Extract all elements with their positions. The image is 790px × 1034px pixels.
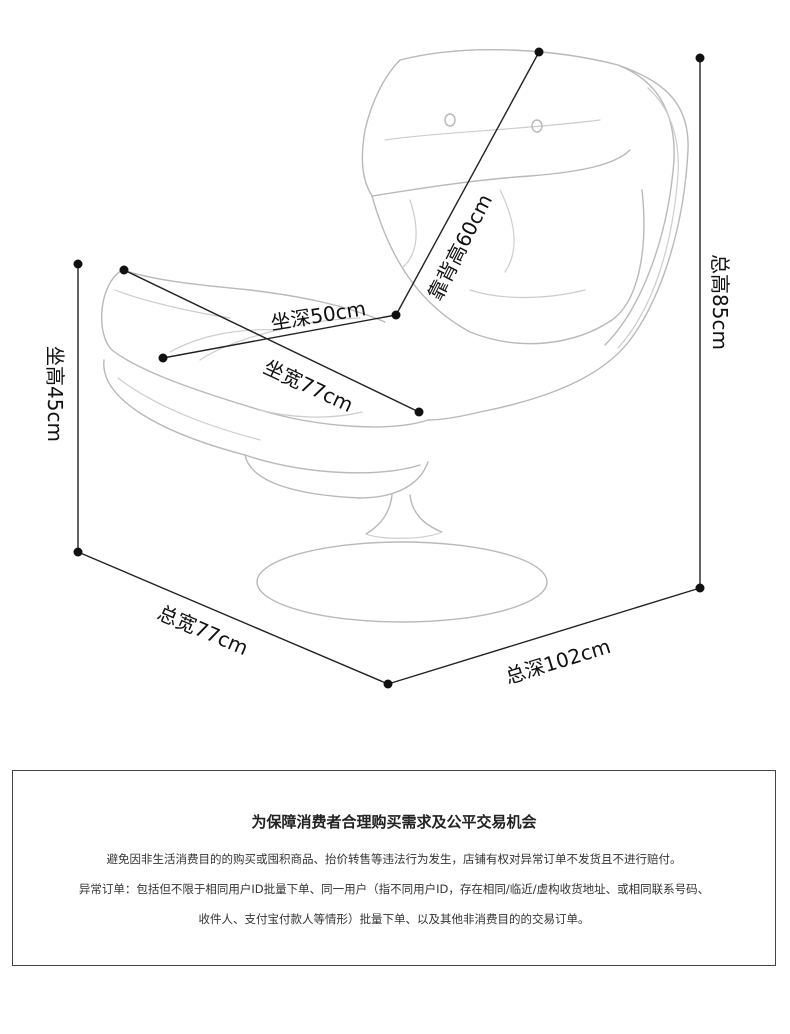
endpoint-dot — [534, 47, 544, 57]
total-width-line — [77, 551, 389, 685]
endpoint-dot — [414, 407, 424, 417]
notice-title: 为保障消费者合理购买需求及公平交易机会 — [251, 813, 537, 831]
seat-width-label: 坐宽77cm — [260, 355, 357, 417]
back-height-line — [395, 51, 540, 316]
dimension-lines — [73, 47, 705, 689]
seat-depth-line — [162, 314, 397, 359]
endpoint-dot — [73, 547, 83, 557]
notice-text-line: 异常订单：包括但不限于相同用户ID批量下单、同一用户（指不同用户ID，存在相同/… — [78, 882, 710, 896]
seat-width-line — [123, 269, 420, 413]
chair-illustration — [101, 48, 689, 623]
total-width-label: 总宽77cm — [154, 601, 252, 661]
endpoint-dot — [119, 265, 129, 275]
purchase-notice-box: 为保障消费者合理购买需求及公平交易机会 避免因非生活消费目的的购买或囤积商品、抬… — [12, 770, 776, 966]
endpoint-dot — [391, 310, 401, 320]
notice-text-line: 收件人、支付宝付款人等情形）批量下单、以及其他非消费目的的交易订单。 — [198, 912, 590, 926]
endpoint-dot — [695, 583, 705, 593]
endpoint-dot — [695, 53, 705, 63]
notice-text-line: 避免因非生活消费目的的购买或囤积商品、抬价转售等违法行为发生，店铺有权对异常订单… — [106, 852, 682, 866]
back-height-label: 靠背高60cm — [423, 190, 497, 304]
endpoint-dot — [158, 353, 168, 363]
dimension-labels: 靠背高60cm 坐深50cm 坐宽77cm 总高85cm 坐高45cm 总宽77… — [43, 190, 732, 689]
chair-dimension-diagram: 靠背高60cm 坐深50cm 坐宽77cm 总高85cm 坐高45cm 总宽77… — [43, 47, 732, 689]
seat-height-label: 坐高45cm — [43, 346, 67, 442]
total-height-label: 总高85cm — [708, 254, 732, 350]
total-depth-label: 总深102cm — [502, 634, 613, 689]
endpoint-dot — [73, 259, 83, 269]
total-depth-line — [387, 587, 701, 685]
endpoint-dot — [383, 679, 393, 689]
